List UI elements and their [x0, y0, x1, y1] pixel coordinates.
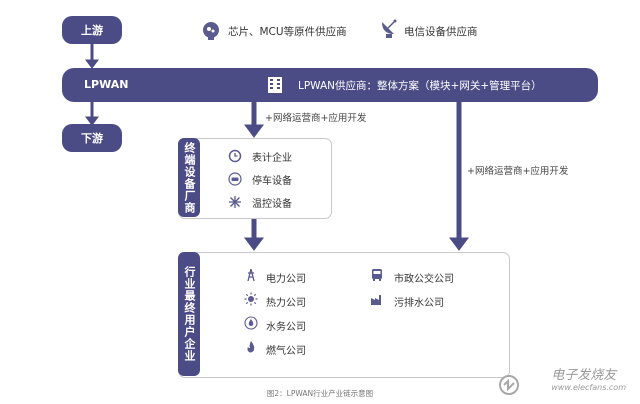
- chip-supplier-text: 芯片、MCU等原件供应商: [228, 26, 347, 38]
- watermark-url: www.elecfans.com: [551, 383, 626, 392]
- user-item-power: 电力公司: [266, 274, 306, 285]
- lpwan-label: LPWAN: [84, 78, 129, 91]
- downstream-label: 下游: [81, 132, 103, 145]
- car-icon: [228, 172, 242, 186]
- satellite-dish-icon: [382, 19, 397, 38]
- factory-icon: [371, 295, 381, 305]
- arrowhead-downstream: [85, 116, 99, 126]
- terminal-device-tag: 终端设备厂商: [178, 138, 200, 217]
- upstream-node: 上游: [62, 16, 122, 44]
- watermark-logo-icon: [499, 375, 519, 395]
- watermark-text: 电子发烧友: [551, 368, 617, 383]
- lpwan-vendor-text: LPWAN供应商：整体方案（模块+网关+管理平台）: [298, 80, 542, 92]
- end-users-title: 行业最终用户企业: [183, 266, 196, 362]
- arrowhead-users: [244, 237, 264, 251]
- user-item-sewage: 污排水公司: [394, 298, 444, 309]
- water-drop-icon: [244, 316, 258, 330]
- user-item-heat: 热力公司: [266, 298, 306, 309]
- figure-caption: 图2：LPWAN行业产业链示意图: [266, 389, 374, 398]
- terminal-title: 终端设备厂商: [183, 141, 196, 214]
- watermark: 电子发烧友 www.elecfans.com: [551, 364, 626, 392]
- sun-icon: [244, 292, 258, 306]
- terminal-item-temp: 温控设备: [252, 199, 292, 210]
- terminal-item-parking: 停车设备: [252, 176, 292, 187]
- user-item-water: 水务公司: [266, 322, 306, 333]
- arrowhead-terminal: [244, 124, 264, 138]
- bus-icon: [372, 269, 382, 281]
- lpwan-bar: LPWAN LPWAN供应商：整体方案（模块+网关+管理平台）: [62, 68, 598, 102]
- terminal-device-box: [178, 138, 332, 219]
- flame-icon: [247, 341, 255, 353]
- upstream-label: 上游: [81, 24, 103, 37]
- arrowhead-upstream: [85, 59, 99, 69]
- arrow-label-operator-1: +网络运营商+应用开发: [265, 113, 367, 124]
- chip-brain-icon: [203, 22, 219, 40]
- telecom-supplier-text: 电信设备供应商: [404, 26, 478, 38]
- end-users-tag: 行业最终用户企业: [178, 252, 200, 376]
- user-item-bus: 市政公交公司: [394, 274, 454, 285]
- end-users-box: [178, 252, 510, 378]
- arrowhead-right: [449, 237, 469, 251]
- clock-icon: [228, 149, 242, 163]
- arrow-label-operator-2: +网络运营商+应用开发: [467, 166, 569, 177]
- downstream-node: 下游: [62, 124, 122, 152]
- building-icon: [268, 77, 282, 93]
- terminal-item-meter: 表计企业: [252, 153, 292, 164]
- user-item-gas: 燃气公司: [266, 346, 306, 357]
- power-tower-icon: [247, 268, 255, 282]
- snowflake-sun-icon: [229, 196, 241, 208]
